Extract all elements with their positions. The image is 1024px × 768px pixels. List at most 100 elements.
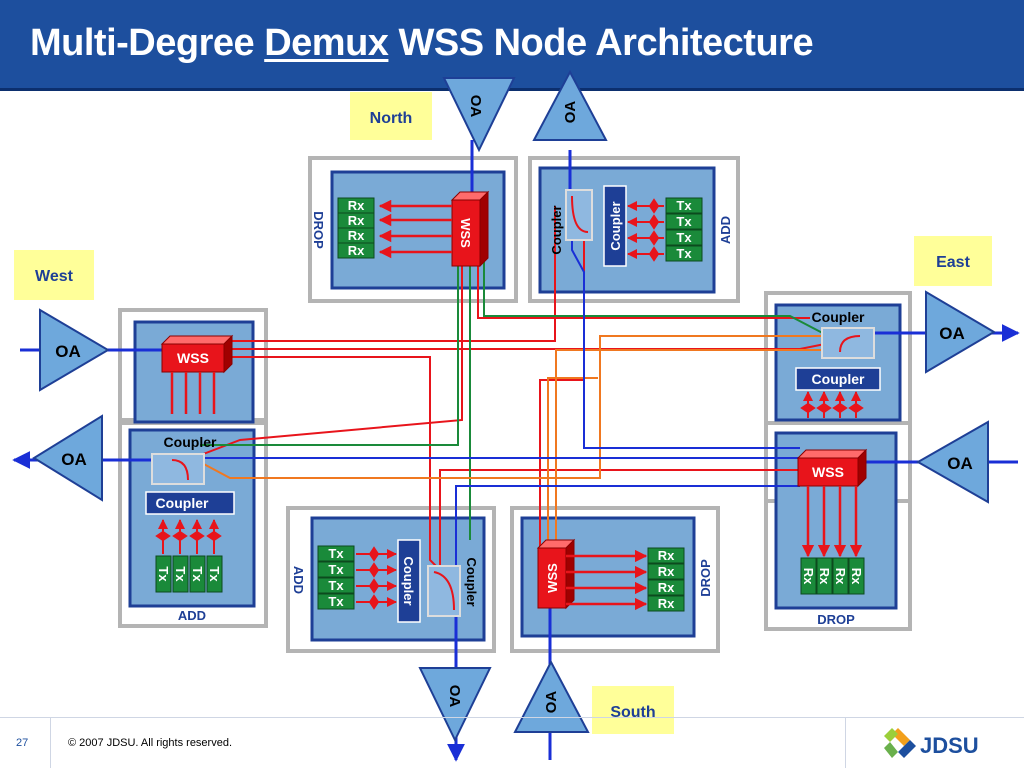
rx-east-4: Rx [848,557,865,595]
direction-east: East [936,254,970,271]
header-underline [0,88,1024,91]
tx-north-1: Tx [665,197,703,214]
coupler-west-passive [151,453,205,485]
footer-divider-left [50,717,51,768]
line-south-to-east-blue [455,485,800,600]
direction-labels: North East West South [14,92,992,734]
svg-text:Rx: Rx [833,568,848,585]
oa-south-in [513,659,590,733]
coupler-north-label: Coupler [549,205,564,254]
frame-east-drop [764,421,912,631]
frame-south-drop [510,506,720,653]
fiber-connections [171,200,837,600]
tx-west-2: Tx [172,555,189,593]
wss-east: WSS [796,448,868,488]
wss-south-label: WSS [545,563,560,593]
coupler-south-bar-label: Coupler [401,556,416,605]
wss-west: WSS [160,334,234,374]
oa-west-in [39,308,110,392]
coupler-south-bar [397,539,421,623]
svg-text:Tx: Tx [676,214,692,229]
rx-north-1: Rx [337,197,375,214]
oa-label-south-in: OA [543,691,560,714]
svg-text:Tx: Tx [676,230,692,245]
tx-west-4: Tx [206,555,223,593]
title-text: Multi-Degree [30,22,265,64]
oa-label-south-out: OA [446,685,463,708]
direction-west: West [35,268,74,285]
rx-south-3: Rx [647,579,685,596]
oa-west-out [32,414,103,502]
direction-south: South [610,704,655,721]
tx-blocks: Tx Tx Tx Tx Tx Tx Tx Tx Tx Tx Tx Tx [155,197,703,610]
title-text-end: WSS Node Architecture [388,22,814,64]
svg-text:Tx: Tx [328,546,344,561]
optical-amplifiers [32,69,996,743]
rx-east-3: Rx [832,557,849,595]
line-west-to-east-orange [199,335,834,479]
oa-labels: OA OA OA OA OA OA OA OA [55,95,973,714]
rx-east-2: Rx [816,557,833,595]
svg-text:Tx: Tx [676,198,692,213]
oa-east-out [925,290,996,374]
coupler-east-bar [795,367,881,391]
coupler-east-bar-label: Coupler [812,371,865,387]
jdsu-logo-text: JDSU [920,733,979,758]
frame-north-add [528,156,740,303]
coupler-north-passive [565,189,593,241]
line-north-to-east-green [483,262,837,341]
line-north-wss-to-east-add [477,258,810,319]
tx-south-4: Tx [317,593,355,610]
svg-text:Rx: Rx [801,568,816,585]
coupler-west-bar-label: Coupler [156,495,209,511]
wss-east-label: WSS [812,464,844,480]
tx-west-1: Tx [155,555,172,593]
svg-text:Tx: Tx [676,246,692,261]
coupler-west-label: Coupler [164,434,217,450]
laser-north [627,198,664,262]
oa-label-west-in: OA [55,342,81,361]
label-south-drop: DROP [698,559,713,597]
svg-text:Rx: Rx [348,243,365,258]
laser-east [800,391,864,418]
tx-north-4: Tx [665,245,703,262]
oa-north-out [532,69,608,141]
oa-label-east-in: OA [947,454,973,473]
rx-blocks: Rx Rx Rx Rx Rx Rx Rx Rx Rx Rx Rx Rx [337,197,865,612]
direction-south-box [592,686,674,734]
svg-text:Rx: Rx [817,568,832,585]
line-north-wss-to-west-add [171,258,463,467]
tx-north-2: Tx [665,213,703,230]
rx-east-1: Rx [800,557,817,595]
module-labels: DROP ADD ADD ADD DROP DROP [178,211,855,627]
title-underlined-word: Demux [264,22,389,64]
svg-text:Rx: Rx [658,596,675,611]
frame-north-drop [308,156,518,303]
coupler-south-passive [427,565,461,617]
oa-label-north-in: OA [467,95,484,118]
laser-west [155,519,222,554]
svg-text:Tx: Tx [173,566,188,582]
label-north-drop: DROP [311,211,326,249]
label-west-add: ADD [178,608,206,623]
oa-label-west-out: OA [61,450,87,469]
wss-north-label: WSS [458,218,473,248]
header-bar: Multi-Degree Demux WSS Node Architecture [0,0,1024,91]
svg-text:Tx: Tx [207,566,222,582]
rx-north-4: Rx [337,242,375,259]
rx-north-2: Rx [337,212,375,229]
line-west-wss-to-east-add [231,342,831,350]
jdsu-logo-icon [884,728,916,758]
tx-south-3: Tx [317,577,355,594]
rx-south-2: Rx [647,563,685,580]
line-north-to-west-green [200,262,459,446]
direction-north-box [350,92,432,140]
coupler-north-bar-label: Coupler [608,201,623,250]
oa-label-north-out: OA [562,101,579,124]
oa-south-out [418,667,492,743]
rx-north-3: Rx [337,227,375,244]
label-north-add: ADD [718,216,733,244]
svg-text:Tx: Tx [328,594,344,609]
couplers: Coupler Coupler Coupler Coupler Coupler … [145,185,881,623]
module-frames [118,156,912,653]
